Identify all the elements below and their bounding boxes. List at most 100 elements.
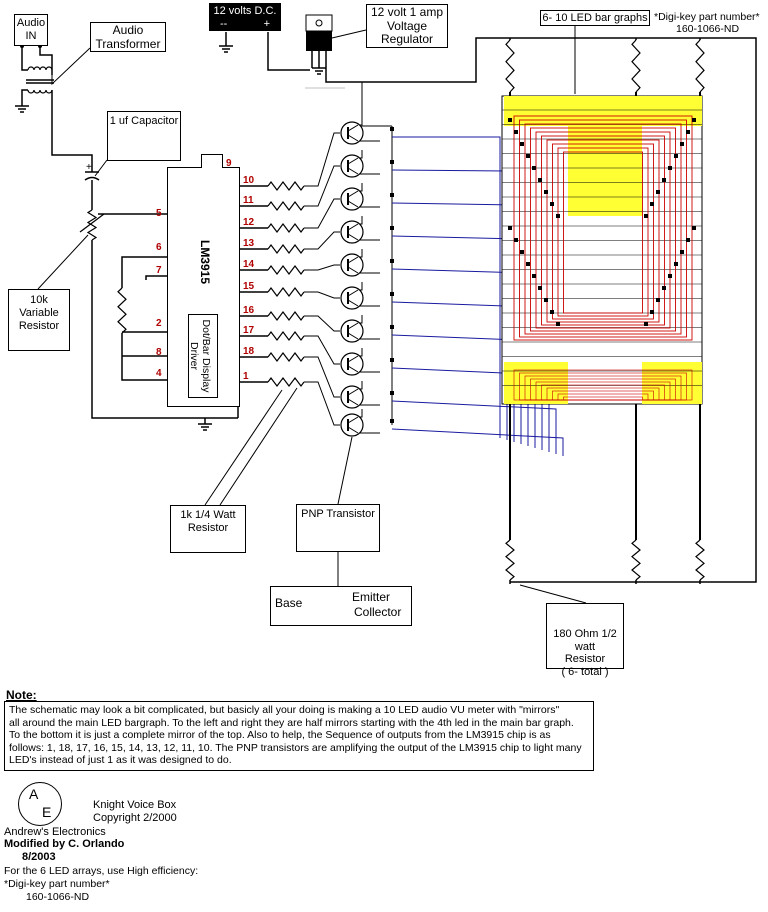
logo-letter-a: A — [29, 786, 39, 802]
led-node-left-11 — [520, 250, 524, 254]
resistor-to-transistor-wire-7 — [304, 335, 340, 365]
pnp-node-3 — [390, 226, 394, 230]
variable-resistor-label-box: 10k Variable Resistor — [8, 289, 70, 351]
chip-pin-left-4: 4 — [156, 368, 162, 379]
led-node-left-13 — [532, 274, 536, 278]
regulator-tab-hole — [315, 19, 323, 27]
pnp-transistor-emitter-7 — [347, 355, 359, 363]
led-interconnect-5 — [541, 135, 665, 326]
chip-pin-right-13: 13 — [243, 238, 255, 249]
pnp-transistor-collector-1 — [347, 167, 359, 175]
led-yellow-top-left — [504, 96, 568, 126]
note-line-2: all around the main LED bargraph. To the… — [9, 716, 574, 729]
resistor-180-line-1: 180 Ohm 1/2 watt — [553, 628, 617, 653]
resistor-180-line-2: Resistor — [564, 653, 606, 665]
output-resistor-2 — [267, 223, 305, 233]
led-node-left-6 — [544, 190, 548, 194]
resistor-1k-label-box: 1k 1/4 Watt Resistor — [170, 505, 246, 553]
dc-plus-label: + — [263, 18, 270, 30]
note-line-4: follows: 1, 18, 17, 16, 15, 14, 13, 12, … — [9, 741, 582, 754]
led-node-left-9 — [508, 226, 512, 230]
pnp-transistor-collector-0 — [347, 134, 359, 142]
capacitor-label-leader — [94, 159, 108, 177]
resistor-to-transistor-wire-6 — [304, 315, 340, 332]
resistor-1k-line-2: Resistor — [187, 522, 229, 534]
resistors — [267, 39, 705, 581]
capacitor-plate-bottom — [84, 176, 100, 181]
top-180ohm-resistor-2 — [695, 39, 705, 93]
resistor-1k-leader-2 — [219, 387, 298, 506]
company-name: Andrew's Electronics — [4, 826, 106, 838]
modified-date: 8/2003 — [22, 851, 56, 863]
resistor-1k-leader-1 — [204, 389, 283, 506]
transformer-primary-coil — [27, 66, 35, 71]
bottom-180ohm-resistor-1 — [631, 539, 641, 581]
variable-resistor-symbol — [86, 209, 98, 241]
led-node-right-16 — [650, 310, 654, 314]
pnp-node-8 — [390, 391, 394, 395]
regulator-line-3: Regulator — [380, 32, 434, 46]
led-node-right-8 — [644, 214, 648, 218]
transformer-secondary-coil — [39, 89, 47, 94]
bar-graphs-text: 6- 10 LED bar graphs — [542, 12, 648, 24]
led-node-left-5 — [538, 178, 542, 182]
pnp-transistor-collector-3 — [347, 233, 359, 241]
variable-resistor-arrow — [79, 213, 105, 233]
chip-notch — [201, 154, 223, 168]
transformer-primary-coil — [33, 66, 41, 71]
copyright: Copyright 2/2000 — [93, 812, 177, 824]
transformer-secondary-ground-lead — [21, 89, 28, 100]
output-resistor-9 — [267, 377, 305, 387]
transistor-pin-legend-box — [270, 586, 412, 626]
resistor-to-transistor-wire-2 — [304, 198, 340, 229]
output-resistor-7 — [267, 331, 305, 341]
chip-pin-right-1: 1 — [243, 371, 249, 382]
regulator-body — [306, 31, 332, 51]
pnp-transistor-emitter-4 — [347, 256, 359, 264]
pin6-wire — [121, 256, 167, 288]
pnp-transistor-3 — [340, 220, 364, 244]
logo-letter-e: E — [42, 804, 52, 820]
modified-by: Modified by C. Orlando — [4, 838, 125, 850]
led-yellow-bottom-right — [642, 362, 702, 404]
resistor-to-transistor-wire-1 — [304, 165, 340, 207]
resistor-to-transistor-wire-0 — [304, 132, 340, 187]
emitter-bus-feed — [361, 82, 392, 127]
bottom-180ohm-resistor-2 — [695, 539, 705, 581]
pnp-node-0 — [390, 127, 394, 131]
pnp-transistor-5 — [340, 286, 364, 310]
signal-wire-9 — [391, 428, 564, 456]
resistor-180-label-box: 180 Ohm 1/2 watt Resistor ( 6- total ) — [546, 603, 624, 678]
chip-pin-right-15: 15 — [243, 281, 255, 292]
chip-pin-right-10: 10 — [243, 175, 255, 186]
led-interconnect-9 — [563, 151, 643, 314]
chip-pin-right-11: 11 — [243, 195, 254, 206]
led-array — [501, 95, 703, 405]
pnp-transistor-8 — [340, 385, 364, 409]
led-node-right-9 — [692, 226, 696, 230]
audio-in-line-1: Audio — [16, 17, 46, 29]
chip-pin-right-14: 14 — [243, 259, 255, 270]
led-node-left-3 — [526, 154, 530, 158]
resistor-1k-line-1: 1k 1/4 Watt — [180, 509, 236, 521]
variable-resistor-line-1: 10k Variable — [19, 294, 59, 319]
pnp-transistor-collector-6 — [347, 332, 359, 340]
footer-line-1: For the 6 LED arrays, use High efficienc… — [4, 865, 199, 877]
audio-in-label-box: Audio IN — [14, 14, 48, 46]
top-180ohm-resistor-0 — [505, 39, 515, 93]
pnp-node-5 — [390, 292, 394, 296]
output-resistor-0 — [267, 181, 305, 191]
led-node-right-5 — [662, 178, 666, 182]
transformer-secondary-coil — [45, 89, 53, 94]
chip-pin-left-7: 7 — [156, 265, 162, 276]
capacitor-label-box: 1 uf Capacitor — [107, 111, 181, 161]
dc-plus-lead — [267, 32, 310, 71]
led-node-left-0 — [508, 118, 512, 122]
dc-minus-label: -- — [220, 18, 228, 30]
note-line-3: To the bottom it is just a complete mirr… — [9, 729, 551, 741]
output-resistor-1 — [267, 201, 305, 211]
pin6-resistor — [117, 287, 127, 334]
wires — [21, 26, 757, 604]
chip-pin-left-8: 8 — [156, 347, 162, 358]
led-node-right-7 — [650, 202, 654, 206]
